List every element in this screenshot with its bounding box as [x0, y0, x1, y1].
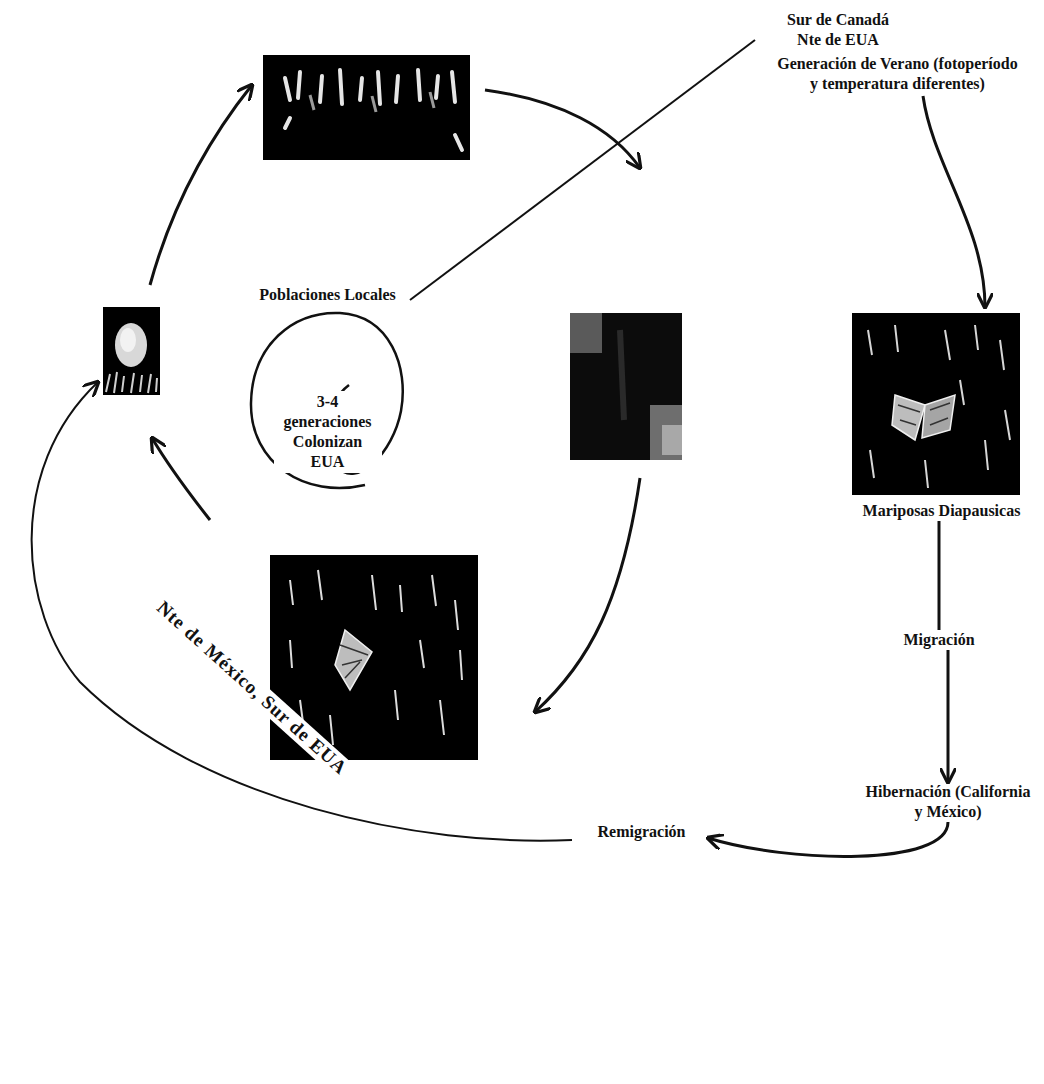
summer-generation-note: Sur de Canadá Nte de EUAGeneración de Ve… — [755, 10, 1040, 94]
cycle-arrow — [150, 85, 252, 285]
cycle-arrow — [152, 438, 210, 520]
egg-photo — [103, 307, 160, 395]
route-label: Nte de México, Sur de EUA — [150, 595, 354, 782]
connector — [410, 40, 755, 300]
diapause-node: Mariposas Diapausicas — [845, 305, 1038, 521]
stage-text: Migración — [880, 630, 998, 650]
stage-label: Remigración — [575, 822, 708, 842]
connector — [947, 650, 950, 782]
connector — [923, 96, 985, 307]
larvae-photo — [263, 55, 470, 160]
pupa-photo — [570, 313, 682, 460]
remigration-arrow — [32, 382, 572, 841]
cycle-arrow — [535, 478, 640, 712]
stage-text: Hibernación (California y México) — [860, 782, 1036, 822]
stage-label: Hibernación (California y México) — [848, 782, 1044, 822]
group-heading: Poblaciones Locales — [245, 285, 410, 305]
diapause-photo — [852, 313, 1020, 495]
generation-note: 3-4 generaciones Colonizan EUA — [274, 391, 382, 473]
population-spiral: Poblaciones Locales 3-4 generaciones Colo… — [245, 285, 410, 495]
connector — [708, 822, 948, 856]
region-heading: Sur de Canadá Nte de EUA — [779, 10, 897, 50]
generation-text: Generación de Verano (fotoperíodo y temp… — [772, 54, 1024, 94]
connector — [938, 521, 941, 630]
stage-label: Migración — [880, 630, 998, 650]
stage-text: Mariposas Diapausicas — [845, 501, 1038, 521]
stage-text: Remigración — [575, 822, 708, 842]
cycle-arrow — [485, 90, 640, 168]
